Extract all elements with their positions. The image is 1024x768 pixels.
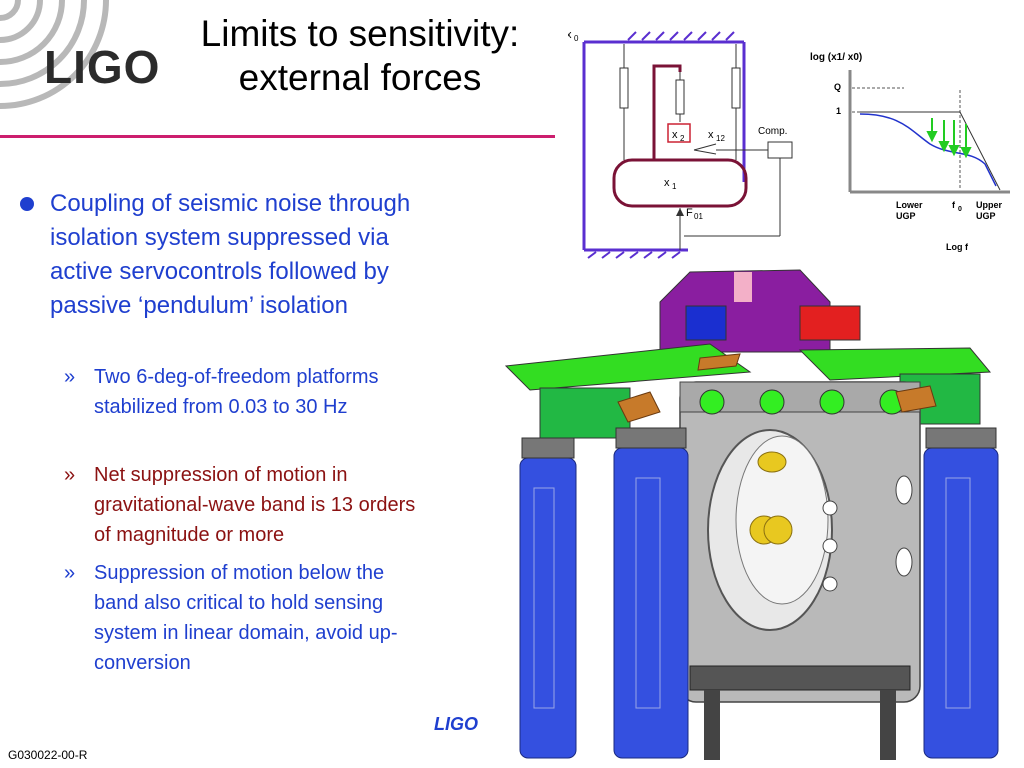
label-x1-sub: 1 [672, 182, 677, 191]
label-f01: F [686, 207, 693, 219]
plot-lower-ugp-1: Lower [896, 200, 923, 210]
plot-upper-ugp-2: UGP [976, 211, 996, 221]
plot-upper-ugp-1: Upper [976, 200, 1003, 210]
plot-ylabel: log (x1/ x0) [810, 52, 862, 63]
bullet-dot-icon [20, 197, 34, 211]
sub-bullet-2: » Net suppression of motion in gravitati… [64, 460, 434, 550]
sub-bullet-text: Net suppression of motion in gravitation… [94, 464, 416, 546]
sub-bullet-1: » Two 6-deg-of-freedom platforms stabili… [64, 362, 434, 422]
sub-bullet-marker-icon: » [64, 562, 76, 584]
isolation-schematic: x 2 x 12 Comp. x 1 F 01 x 0 [568, 29, 793, 259]
isolation-system-cad-image [504, 269, 999, 760]
sub-bullet-text: Two 6-deg-of-freedom platforms stabilize… [94, 366, 379, 418]
plot-f0-sub: 0 [958, 206, 962, 213]
label-x1: x [664, 177, 670, 189]
sub-bullet-marker-icon: » [64, 366, 76, 388]
plot-ytick-q: Q [834, 82, 841, 92]
ligo-logo: LIGO [44, 41, 161, 93]
sub-bullet-3: » Suppression of motion below the band a… [64, 558, 434, 678]
sub-bullet-text: Suppression of motion below the band als… [94, 562, 398, 674]
footer-logo: LIGO [434, 714, 478, 734]
label-comp: Comp. [758, 126, 787, 137]
label-x12-sub: 12 [716, 134, 725, 143]
label-x12: x [708, 129, 714, 141]
title-line-1: Limits to sensitivity: [200, 13, 520, 54]
title-line-2: external forces [238, 57, 482, 98]
label-x0-sub: 0 [574, 34, 579, 43]
plot-xlabel: Log f [946, 242, 969, 252]
label-x2: x [672, 129, 678, 141]
label-x2-sub: 2 [680, 134, 685, 143]
plot-f0: f [952, 200, 956, 210]
sub-bullet-marker-icon: » [64, 464, 76, 486]
slide-title: Limits to sensitivity: external forces [155, 12, 565, 100]
document-id: G030022-00-R [8, 748, 88, 762]
label-x0: x [568, 29, 572, 41]
plot-lower-ugp-2: UGP [896, 211, 916, 221]
label-f01-sub: 01 [694, 212, 703, 221]
main-bullet: Coupling of seismic noise through isolat… [20, 187, 420, 323]
plot-ytick-1: 1 [836, 106, 841, 116]
title-divider [0, 135, 555, 138]
transfer-function-plot: log (x1/ x0) Q 1 Lower UGP f 0 Upper UGP… [810, 52, 1010, 252]
ligo-logo-arcs-icon [0, 0, 109, 109]
main-bullet-text: Coupling of seismic noise through isolat… [50, 190, 411, 319]
